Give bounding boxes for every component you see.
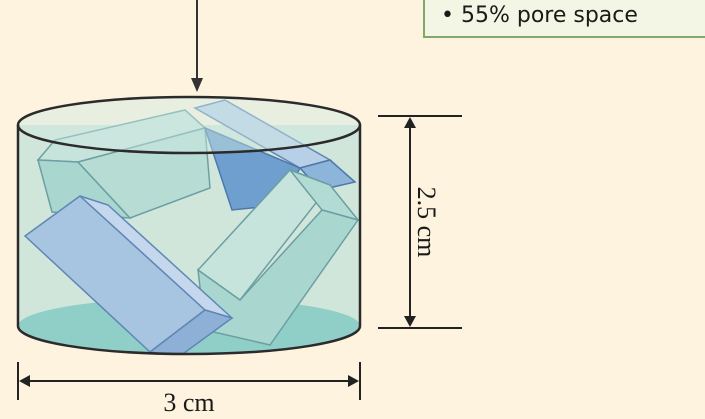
height-label: 2.5 cm (412, 187, 441, 258)
input-arrow (191, 0, 203, 92)
height-dimension: 2.5 cm (378, 115, 462, 329)
crystal-bottom-left (23, 195, 234, 354)
crystal-grains (23, 99, 360, 354)
width-dimension: 3 cm (17, 362, 361, 417)
crystal-top-left (36, 109, 211, 219)
width-label: 3 cm (163, 388, 214, 417)
pore-space-note: • 55% pore space (423, 0, 705, 38)
pore-space-text: • 55% pore space (441, 3, 638, 28)
cylinder-outline (16, 95, 362, 356)
